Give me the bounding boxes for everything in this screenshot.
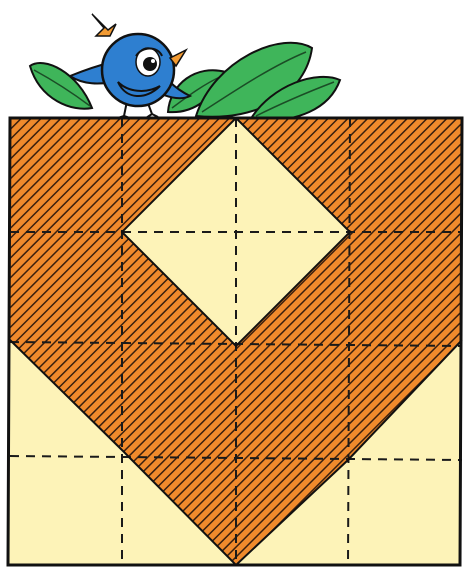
leaf-icon [30,63,92,109]
quilt-block [8,118,462,565]
